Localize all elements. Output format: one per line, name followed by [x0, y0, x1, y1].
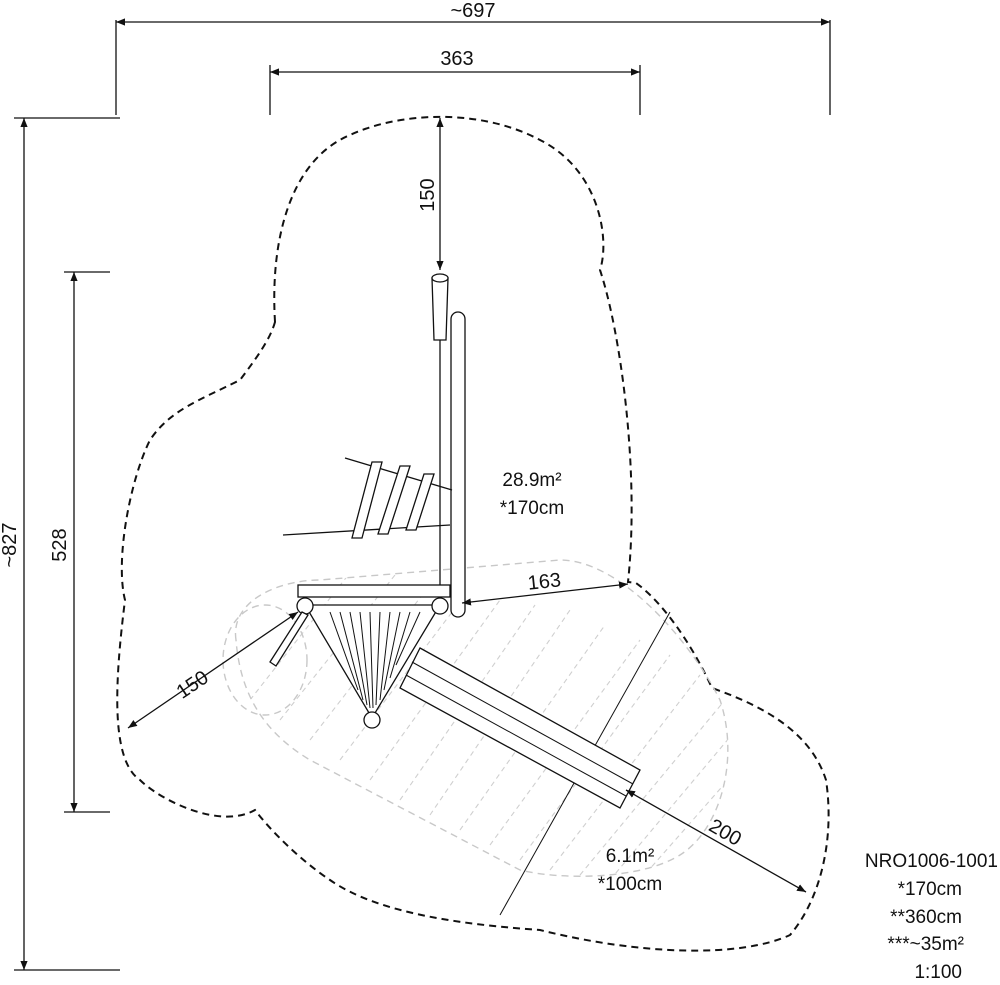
slide-zone-area: 6.1m²: [606, 846, 655, 867]
triangle-deck: [303, 604, 442, 720]
slide-zone-height: *100cm: [598, 874, 662, 895]
deck-slats: [329, 611, 421, 709]
label-top-clearance: 150: [417, 178, 439, 211]
dimension-left-clearance: [127, 611, 299, 729]
product-code: NRO1006-1001: [865, 851, 998, 872]
main-zone-height: *170cm: [500, 498, 564, 519]
dimension-right-clearance: [461, 581, 629, 606]
main-post: [450, 311, 466, 618]
product-total-area: ***~35m²: [887, 934, 964, 955]
label-upper-width: 363: [440, 48, 473, 70]
dimension-inner-height: [64, 271, 110, 813]
deck-post-right: [431, 597, 449, 615]
label-left-clearance: 150: [173, 667, 213, 704]
dimension-slide-clearance: [625, 789, 807, 893]
dimension-overall-width: [115, 18, 831, 115]
play-equipment: [269, 273, 641, 809]
product-fall-height: *170cm: [898, 879, 962, 900]
platform-board: [297, 584, 451, 598]
label-inner-height: 528: [49, 528, 71, 561]
dimension-upper-width: [269, 65, 641, 115]
main-zone-area: 28.9m²: [502, 470, 561, 491]
label-overall-height: ~827: [0, 522, 21, 567]
dimension-overall-height: [14, 117, 120, 971]
safety-zone-outline: [116, 115, 830, 952]
product-scale: 1:100: [914, 962, 962, 983]
ladder-rungs: [351, 461, 435, 539]
deck-post-bottom: [363, 711, 381, 729]
log-top: [431, 277, 449, 341]
deck-post-left: [296, 597, 314, 615]
label-right-clearance: 163: [527, 569, 562, 594]
product-total-height: **360cm: [890, 907, 962, 928]
label-overall-width: ~697: [450, 0, 495, 22]
